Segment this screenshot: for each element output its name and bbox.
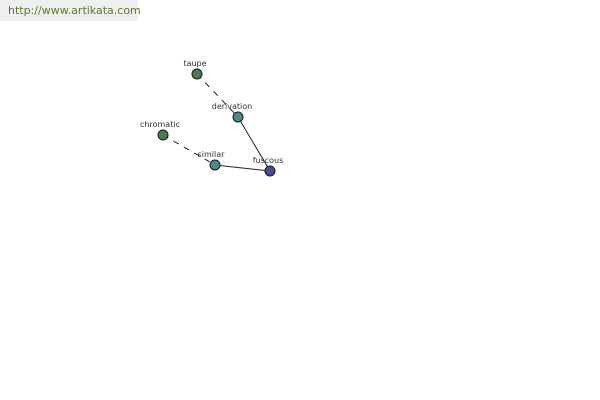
graph-nodes: taupe derivation chromatic similar fuscous bbox=[140, 59, 284, 177]
node-circle-fuscous[interactable] bbox=[264, 165, 276, 177]
edge-taupe-derivation bbox=[196, 73, 239, 118]
edge-derivation-fuscous bbox=[237, 116, 271, 172]
site-url[interactable]: http://www.artikata.com bbox=[0, 0, 141, 21]
node-fuscous[interactable]: fuscous bbox=[253, 156, 284, 177]
edge-chromatic-similar bbox=[162, 134, 216, 166]
node-chromatic[interactable]: chromatic bbox=[140, 120, 180, 141]
node-label-chromatic: chromatic bbox=[140, 120, 180, 129]
node-similar[interactable]: similar bbox=[198, 150, 226, 171]
graph-edges bbox=[162, 73, 271, 172]
node-circle-derivation[interactable] bbox=[232, 111, 244, 123]
node-derivation[interactable]: derivation bbox=[212, 102, 252, 123]
node-taupe[interactable]: taupe bbox=[183, 59, 207, 80]
node-circle-taupe[interactable] bbox=[191, 68, 203, 80]
node-circle-similar[interactable] bbox=[209, 159, 221, 171]
node-label-fuscous: fuscous bbox=[253, 156, 284, 165]
node-circle-chromatic[interactable] bbox=[157, 129, 169, 141]
node-label-taupe: taupe bbox=[183, 59, 206, 68]
node-label-similar: similar bbox=[198, 150, 226, 159]
node-label-derivation: derivation bbox=[212, 102, 252, 111]
edge-similar-fuscous bbox=[214, 164, 271, 172]
